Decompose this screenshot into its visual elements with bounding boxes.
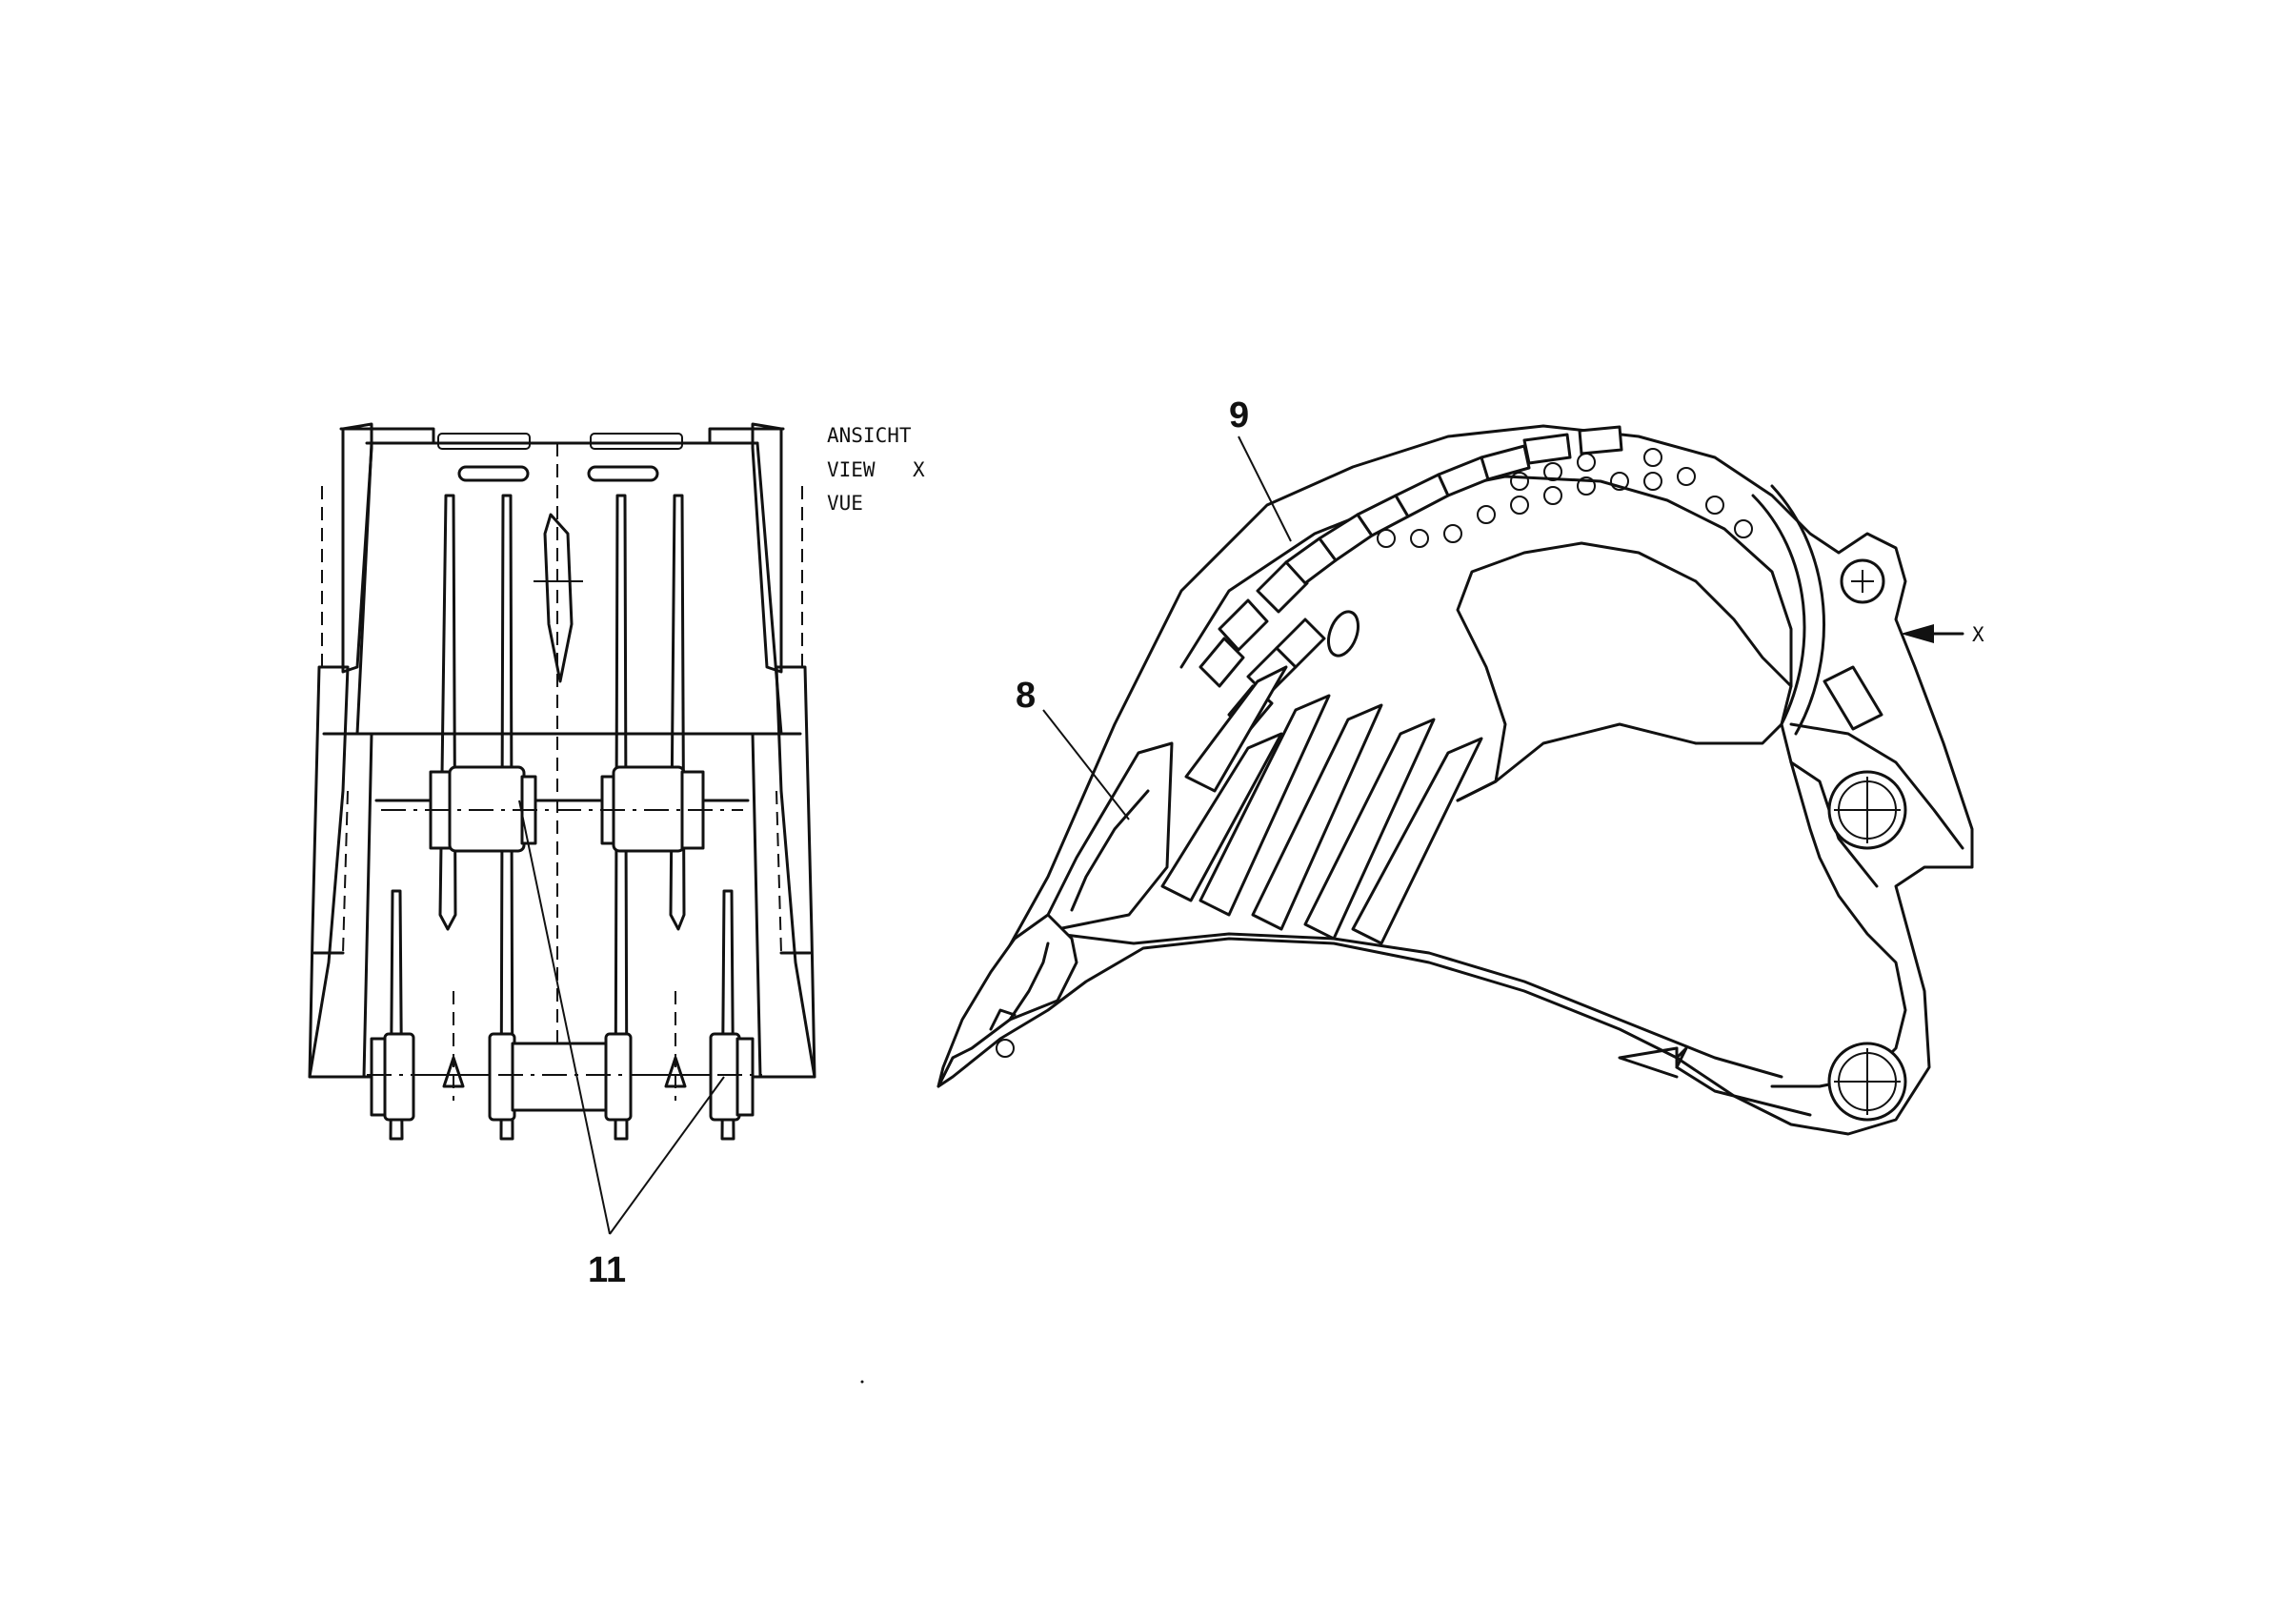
side-view [937, 424, 1974, 1136]
view-label-line1: ANSICHT [827, 424, 912, 447]
rear-view-x [308, 422, 816, 1235]
view-label-letter: X [913, 458, 925, 481]
view-arrow-label: X [1972, 623, 1984, 646]
view-label-line2: VIEW [827, 458, 876, 481]
callout-9: 9 [1229, 395, 1249, 435]
view-label-line3: VUE [827, 492, 863, 515]
callout-8: 8 [1016, 676, 1036, 716]
view-x-label: ANSICHT VIEW X VUE [827, 424, 925, 515]
callout-11: 11 [588, 1250, 626, 1290]
stray-dot [860, 1380, 864, 1384]
